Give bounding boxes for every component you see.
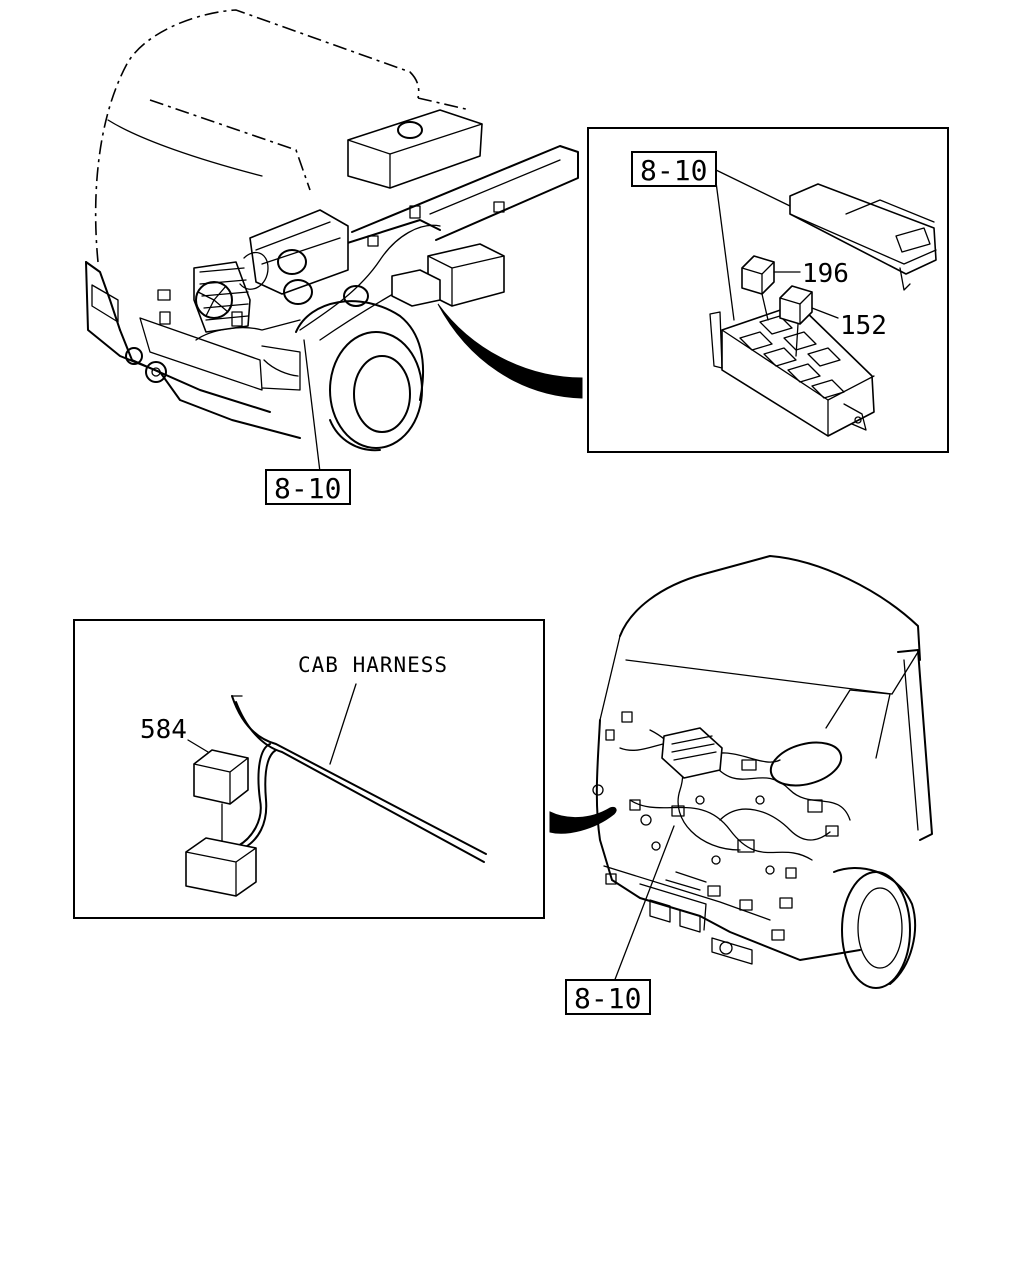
svg-text:8-10: 8-10 <box>574 982 641 1015</box>
inset-cab-harness: CAB HARNESS 584 <box>73 619 545 919</box>
leader-ref-top <box>303 339 321 473</box>
ref-label-top: 8-10 <box>265 469 351 505</box>
truck-engine-bay-drawing <box>85 9 579 452</box>
ref-label-bottom: 8-10 <box>565 979 651 1015</box>
svg-text:8-10: 8-10 <box>274 472 341 505</box>
callout-152: 152 <box>840 311 887 341</box>
pointer-arrow-top <box>437 303 583 399</box>
pointer-arrow-bottom <box>549 807 617 834</box>
callout-584: 584 <box>140 715 187 745</box>
inset-relay-block: 8-10 196 152 <box>587 127 949 453</box>
callout-196: 196 <box>802 259 849 289</box>
cab-front-drawing <box>592 555 933 989</box>
svg-text:8-10: 8-10 <box>640 154 707 187</box>
cab-harness-label: CAB HARNESS <box>298 653 448 677</box>
leader-ref-bottom <box>613 825 675 983</box>
